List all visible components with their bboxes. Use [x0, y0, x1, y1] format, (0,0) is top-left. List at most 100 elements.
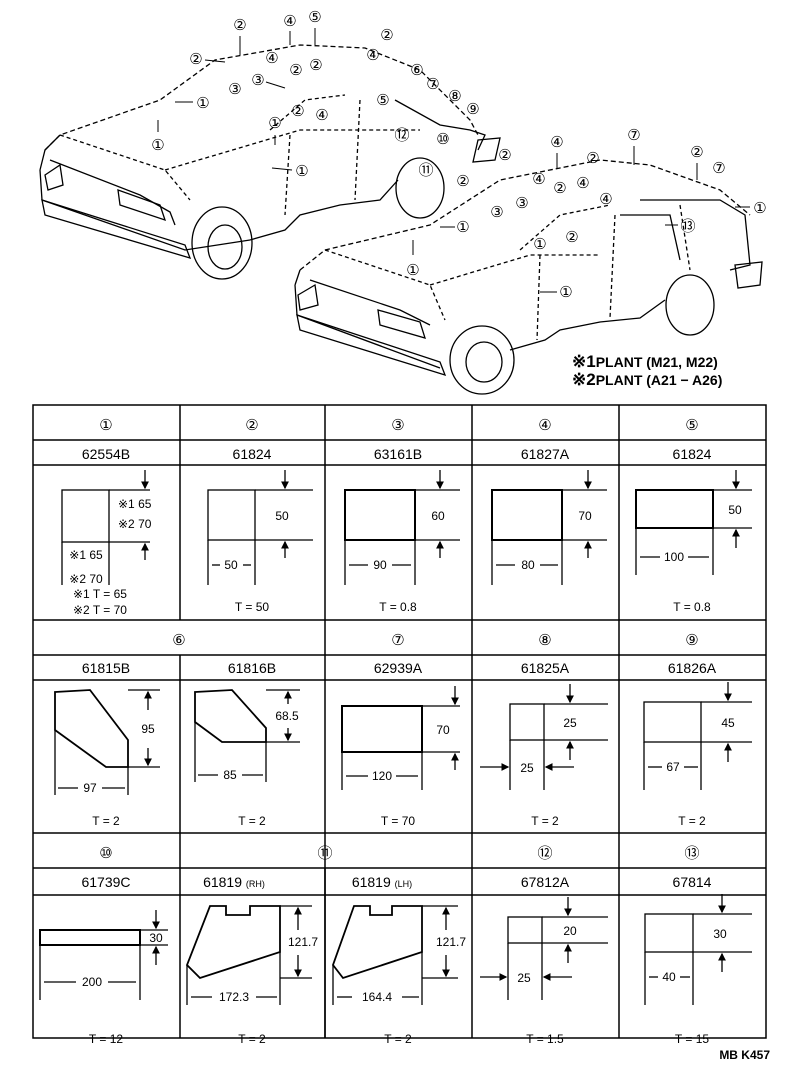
- callout-5-b: ⑤: [376, 92, 389, 109]
- svg-text:②: ②: [289, 62, 302, 79]
- callout2-13: ⑬: [665, 218, 696, 235]
- cell-1-height-plant2: ※2 70: [118, 517, 152, 531]
- svg-text:⑪: ⑪: [418, 162, 433, 179]
- callout2-2-d: ②: [553, 180, 566, 197]
- cell-6: ⑥ 61815B 61816B 95 97 T = 2: [54, 632, 300, 828]
- cell-5-part-number: 61824: [673, 446, 712, 462]
- svg-text:⑧: ⑧: [448, 88, 461, 105]
- cell-3-thickness: T = 0.8: [379, 600, 417, 614]
- cell-11a-thickness: T = 2: [238, 1032, 266, 1046]
- callout2-4-b: ④: [532, 171, 545, 188]
- callout2-2-e: ②: [565, 229, 578, 246]
- svg-text:⑤: ⑤: [308, 9, 321, 26]
- cell-8-height: 25: [563, 716, 577, 730]
- cell-12-height: 20: [563, 924, 577, 938]
- cell-4-part-number: 61827A: [521, 446, 570, 462]
- cell-9-number: ⑨: [685, 632, 698, 649]
- callout2-2-f: ②: [690, 144, 704, 180]
- cell-6b-height: 68.5: [275, 709, 299, 723]
- cell-1-thickness-plant2: ※2 T = 70: [73, 603, 127, 617]
- cell-13-height: 30: [713, 927, 727, 941]
- cell-12-thickness: T = 1.5: [526, 1032, 564, 1046]
- plant-note-2-mark: ※2: [572, 370, 596, 389]
- cell-11b-part-number: 61819 (LH): [352, 874, 412, 890]
- callout-9: ⑨: [466, 101, 479, 118]
- svg-text:②: ②: [553, 180, 566, 197]
- cell-11b-thickness: T = 2: [384, 1032, 412, 1046]
- cell-4-height: 70: [578, 509, 592, 523]
- callout-1-door: ①: [271, 163, 309, 180]
- callout-4-a: ④: [265, 50, 278, 67]
- svg-text:②: ②: [380, 27, 393, 44]
- cell-9: ⑨ 61826A 45 67 T = 2: [643, 632, 752, 828]
- cell-12-width: 25: [517, 971, 531, 985]
- cell-7-part-number: 62939A: [374, 660, 423, 676]
- svg-text:①: ①: [559, 284, 572, 301]
- svg-text:①: ①: [456, 219, 469, 236]
- callout-2-b: ②: [189, 51, 226, 68]
- cell-5-thickness: T = 0.8: [673, 600, 711, 614]
- cell-4-number: ④: [538, 417, 551, 434]
- callout-1-roof: ①: [175, 95, 210, 112]
- svg-text:④: ④: [315, 107, 328, 124]
- svg-text:⑥: ⑥: [410, 62, 423, 79]
- cell-6a-part-number: 61815B: [82, 660, 130, 676]
- cell-5-height: 50: [728, 503, 742, 517]
- svg-text:③: ③: [228, 81, 241, 98]
- cell-6a-width: 97: [83, 781, 97, 795]
- svg-text:③: ③: [490, 204, 503, 221]
- cell-6b-thickness: T = 2: [238, 814, 266, 828]
- svg-text:①: ①: [196, 95, 209, 112]
- callout-4-d: ④: [366, 47, 379, 64]
- cell-5: ⑤ 61824 50 100 T = 0.8: [635, 417, 752, 614]
- cell-8-thickness: T = 2: [531, 814, 559, 828]
- callout-3-a: ③: [228, 81, 241, 98]
- callout2-1-door: ①: [540, 284, 573, 301]
- svg-text:④: ④: [599, 191, 612, 208]
- cell-11a-part-number: 61819 (RH): [203, 874, 265, 890]
- svg-text:④: ④: [550, 134, 563, 151]
- cell-6b-width: 85: [223, 768, 237, 782]
- cell-7-width: 120: [372, 769, 392, 783]
- cell-13-number: ⑬: [684, 845, 699, 862]
- cell-2-width: 50: [224, 558, 238, 572]
- callout2-4-c: ④: [576, 175, 589, 192]
- cell-12-part-number: 67812A: [521, 874, 570, 890]
- cell-7-thickness: T = 70: [381, 814, 415, 828]
- svg-text:④: ④: [283, 13, 296, 30]
- callout2-2-b: ②: [456, 173, 469, 190]
- cell-11: ⑪ 61819 (RH) 61819 (LH) 121.7 172.: [185, 845, 466, 1046]
- callout2-2-c: ②: [586, 150, 599, 167]
- callout-3-b: ③: [251, 72, 286, 89]
- cell-8: ⑧ 61825A 25 25 T = 2: [480, 632, 608, 828]
- callout2-7-b: ⑦: [712, 160, 725, 177]
- car-illustration: ① ① ① ① ② ② ② ② ② ② ③ ③ ④ ④ ④ ④ ⑤ ⑤ ⑥ ⑦ …: [39, 9, 767, 395]
- callout-2-a: ②: [233, 17, 247, 55]
- svg-text:②: ②: [690, 144, 703, 161]
- svg-text:①: ①: [295, 163, 308, 180]
- cell-9-part-number: 61826A: [668, 660, 717, 676]
- callout-1-pillar: ①: [268, 115, 282, 145]
- cell-10-thickness: T = 12: [89, 1032, 123, 1046]
- cell-6a-height: 95: [141, 722, 155, 736]
- callout-2-e: ②: [291, 103, 304, 120]
- callout-2-f: ②: [380, 27, 393, 44]
- cell-3: ③ 63161B 60 90 T = 0.8: [344, 417, 460, 614]
- cell-1-thickness-plant1: ※1 T = 65: [73, 587, 127, 601]
- cell-3-number: ③: [391, 417, 404, 434]
- svg-text:④: ④: [532, 171, 545, 188]
- svg-text:②: ②: [456, 173, 469, 190]
- cell-7-number: ⑦: [391, 632, 404, 649]
- plant-note-1-text: PLANT (M21, M22): [595, 354, 718, 370]
- plant-note-2-text: PLANT (A21 − A26): [595, 372, 723, 388]
- cell-13-width: 40: [662, 970, 676, 984]
- cell-8-part-number: 61825A: [521, 660, 570, 676]
- callout2-1-rear: ①: [735, 200, 767, 217]
- cell-10-height: 30: [149, 931, 163, 945]
- svg-text:①: ①: [753, 200, 766, 217]
- svg-text:⑨: ⑨: [466, 101, 479, 118]
- cell-1-number: ①: [99, 417, 112, 434]
- cell-5-number: ⑤: [685, 417, 698, 434]
- cell-13-part-number: 67814: [673, 874, 712, 890]
